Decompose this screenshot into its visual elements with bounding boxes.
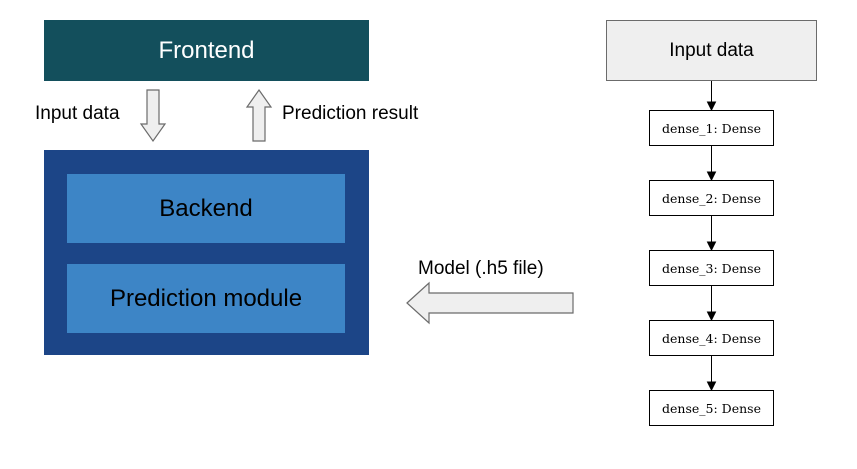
dense-layer-node: dense_5: Dense [649,390,774,426]
dense-layer-node: dense_3: Dense [649,250,774,286]
dense-layer-label: dense_2: Dense [662,190,761,206]
dense-layer-label: dense_3: Dense [662,260,761,276]
dense-layer-label: dense_5: Dense [662,400,761,416]
graph-connectors [706,81,717,392]
graph-input-label: Input data [669,39,754,61]
prediction-module-box: Prediction module [67,264,345,333]
dense-layer-node: dense_2: Dense [649,180,774,216]
frontend-box: Frontend [44,20,369,81]
dense-layer-label: dense_1: Dense [662,120,761,136]
input-data-down-arrow [139,89,167,143]
backend-box: Backend [67,174,345,243]
model-file-label: Model (.h5 file) [418,258,544,279]
backend-label: Backend [159,194,253,222]
prediction-module-label: Prediction module [109,284,303,312]
dense-layer-label: dense_4: Dense [662,330,761,346]
model-transfer-left-arrow [406,281,574,325]
dense-layer-node: dense_1: Dense [649,110,774,146]
prediction-result-up-arrow [245,88,273,142]
dense-layer-node: dense_4: Dense [649,320,774,356]
input-data-label: Input data [35,103,120,124]
prediction-result-label: Prediction result [282,103,419,124]
frontend-label: Frontend [158,36,255,64]
graph-input-node: Input data [606,20,817,81]
